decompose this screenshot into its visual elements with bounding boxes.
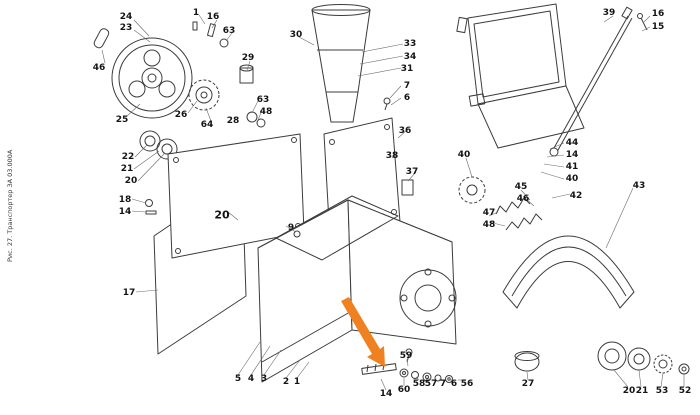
bracket-part [401, 179, 414, 196]
hook-part [93, 28, 110, 49]
bolt-part [207, 23, 216, 38]
spring-part [505, 213, 543, 231]
figure-caption: Рис. 27. Транспортер ЗА 03.000А [6, 149, 14, 262]
gear-hub-part [188, 79, 220, 111]
bolt-part [383, 97, 391, 105]
pin-part [192, 21, 198, 31]
gear-part [458, 176, 486, 204]
rod-part [549, 6, 648, 157]
fender-part [502, 235, 635, 309]
key-part [145, 210, 157, 215]
washer-part [246, 111, 258, 123]
housing-body-part [257, 195, 457, 383]
ring-parts [597, 341, 690, 375]
cap-part [514, 351, 540, 372]
washer-part [256, 118, 266, 128]
washer-part [219, 38, 229, 48]
nut-part [145, 199, 153, 207]
deflector-assembly-part [456, 3, 585, 149]
pulley-part [111, 37, 193, 119]
threaded-rod-part [361, 362, 397, 375]
spring-part [495, 197, 531, 215]
washers-row-part [399, 368, 453, 383]
hopper-part [311, 4, 371, 123]
bearing-rings-part [139, 130, 178, 160]
bolt-part [293, 230, 301, 238]
highlight-arrow [341, 297, 385, 367]
bushing-part [239, 64, 254, 84]
leader-lines [101, 14, 685, 391]
